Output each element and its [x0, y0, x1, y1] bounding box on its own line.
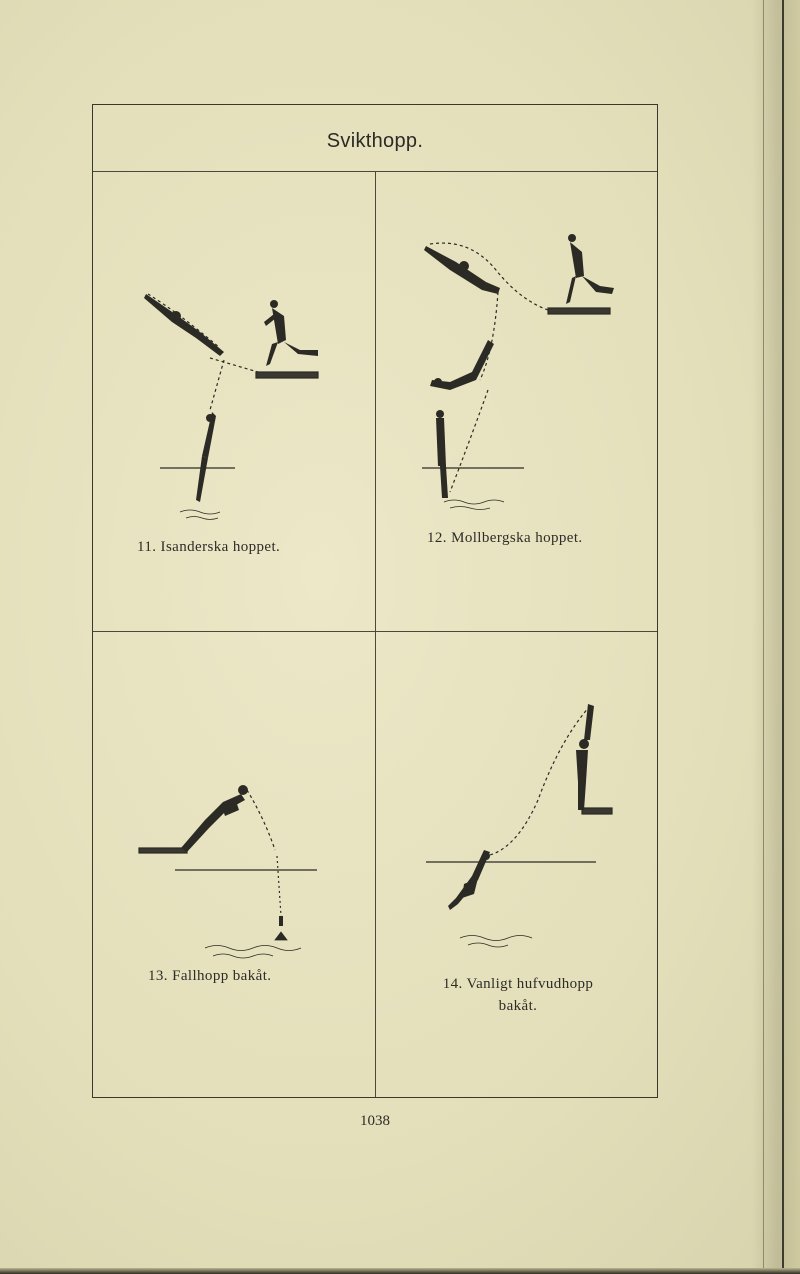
- page-edge-line: [782, 0, 784, 1274]
- page-edge-line: [763, 0, 764, 1274]
- figure-11-caption: 11. Isanderska hoppet.: [137, 539, 281, 555]
- page-number: 1038: [360, 1113, 390, 1129]
- plate-title: Svikthopp.: [326, 130, 424, 152]
- figure-13-caption: 13. Fallhopp bakåt.: [148, 968, 272, 984]
- page-bottom-edge: [0, 1268, 800, 1274]
- figure-11-illustration: [144, 293, 319, 520]
- figure-12-illustration: [422, 234, 614, 510]
- figure-14-caption-line1: 14. Vanligt hufvudhopp: [442, 976, 594, 992]
- title-divider: [93, 171, 657, 172]
- column-divider-top: [375, 172, 376, 632]
- figure-12-caption: 12. Mollbergska hoppet.: [427, 530, 583, 546]
- column-divider-bottom: [375, 632, 376, 1097]
- plate-frame: [92, 104, 658, 1098]
- binding-shadow: [752, 0, 800, 1274]
- figure-14-illustration: [426, 704, 613, 948]
- figure-13-illustration: [138, 785, 317, 959]
- figure-14-caption-line2: bakåt.: [498, 998, 538, 1014]
